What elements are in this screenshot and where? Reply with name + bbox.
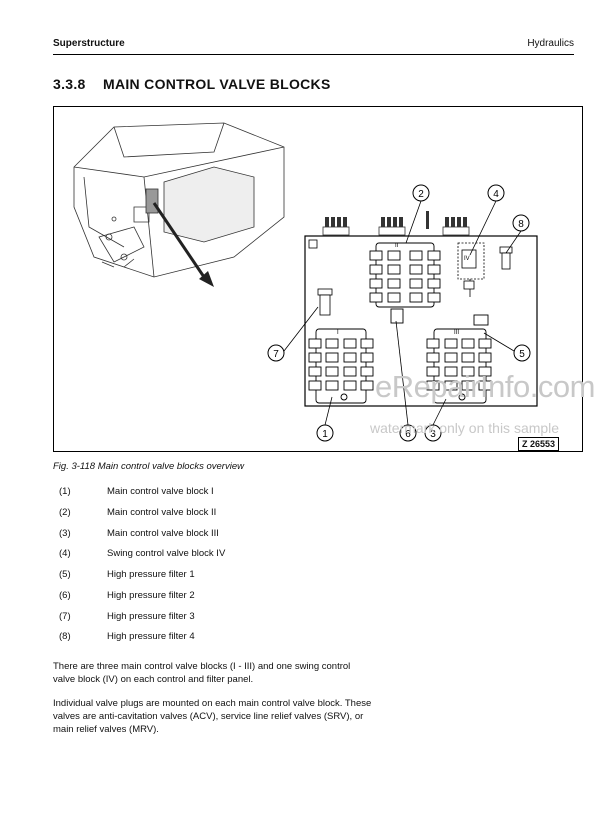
high-pressure-filter-4: [499, 246, 513, 270]
section-number: 3.3.8: [53, 76, 86, 92]
legend-item: (4)Swing control valve block IV: [59, 548, 226, 559]
technical-drawing: II IV I III 1 2 3 4 5 6 7 8: [73, 122, 538, 442]
direction-arrow-line: [152, 202, 206, 278]
callout-1: 1: [316, 424, 334, 442]
valve-block-i: [308, 328, 374, 404]
legend-item: (5)High pressure filter 1: [59, 569, 195, 580]
superstructure-sketch: [73, 122, 285, 278]
header-rule: [53, 54, 574, 55]
high-pressure-filter-3: [317, 288, 333, 316]
valve-block-iv: [457, 242, 485, 297]
block-label-ii: II: [395, 243, 399, 249]
callout-4: 4: [487, 184, 505, 202]
svg-text:6: 6: [405, 429, 411, 440]
block-label-iv: IV: [464, 256, 470, 262]
figure-caption: Fig. 3-118 Main control valve blocks ove…: [53, 461, 244, 472]
legend-item: (7)High pressure filter 3: [59, 611, 195, 622]
callout-7: 7: [267, 344, 285, 362]
leader-lines: [283, 200, 522, 426]
figure-control-valve-blocks: II IV I III 1 2 3 4 5 6 7 8 Z 26553: [53, 106, 583, 452]
direction-arrow-head: [199, 271, 214, 287]
svg-text:2: 2: [418, 189, 424, 200]
block-label-i: I: [337, 330, 339, 336]
legend-item: (6)High pressure filter 2: [59, 590, 195, 601]
svg-text:5: 5: [519, 349, 525, 360]
section-title: MAIN CONTROL VALVE BLOCKS: [103, 76, 331, 92]
legend-item: (1)Main control valve block I: [59, 486, 214, 497]
svg-text:4: 4: [493, 189, 499, 200]
svg-text:7: 7: [273, 349, 279, 360]
callout-3: 3: [424, 424, 442, 442]
watermark-main: eRepairInfo.com: [375, 369, 595, 404]
valve-area-highlight: [145, 188, 159, 214]
figure-id-box: Z 26553: [518, 437, 560, 451]
running-header-section: Superstructure: [53, 38, 125, 49]
legend-item: (3)Main control valve block III: [59, 528, 219, 539]
paragraph-valve-blocks: There are three main control valve block…: [53, 661, 351, 685]
legend-item: (8)High pressure filter 4: [59, 631, 195, 642]
callout-2: 2: [412, 184, 430, 202]
callouts: 1 2 3 4 5 6 7 8: [267, 184, 531, 442]
svg-text:1: 1: [322, 429, 328, 440]
legend-item: (2)Main control valve block II: [59, 507, 217, 518]
svg-text:8: 8: [518, 219, 524, 230]
valve-block-iii: [426, 314, 492, 404]
paragraph-valve-plugs: Individual valve plugs are mounted on ea…: [53, 698, 372, 735]
section-heading: 3.3.8 MAIN CONTROL VALVE BLOCKS: [53, 76, 331, 92]
callout-6: 6: [399, 424, 417, 442]
callout-8: 8: [512, 214, 530, 232]
watermark-sub: watermark only on this sample: [370, 420, 560, 436]
block-label-iii: III: [454, 330, 459, 336]
callout-5: 5: [513, 344, 531, 362]
valve-block-ii: [369, 242, 441, 324]
running-header-chapter: Hydraulics: [527, 38, 574, 49]
svg-text:3: 3: [430, 429, 436, 440]
